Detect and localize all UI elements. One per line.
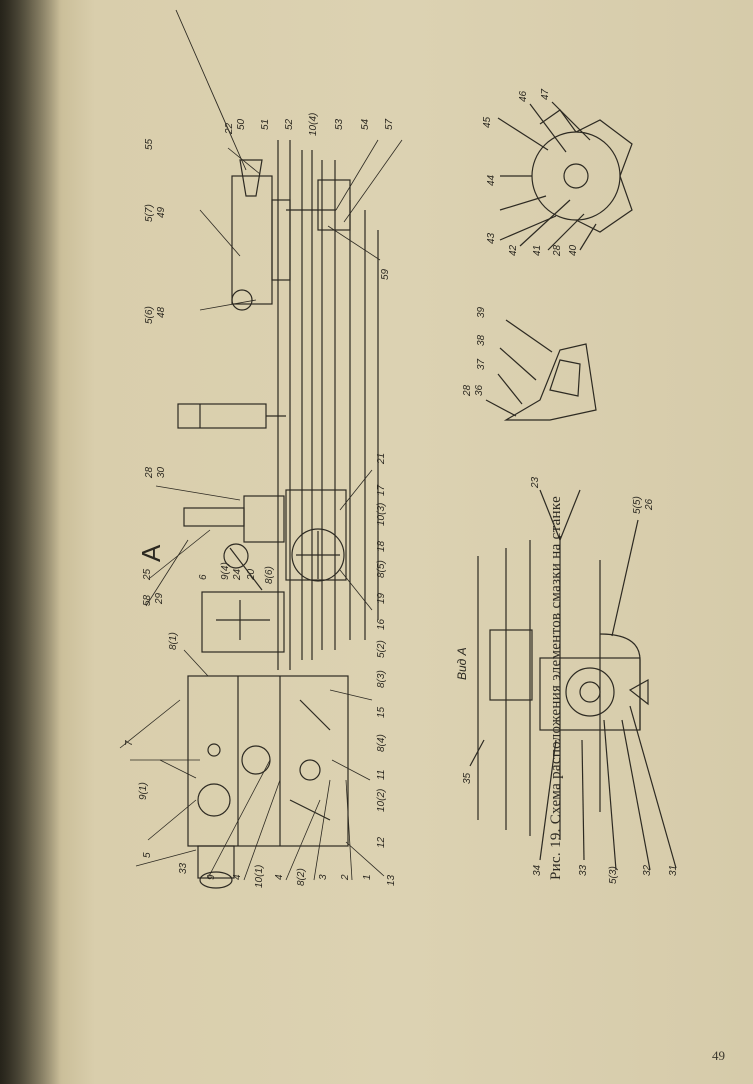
tool-post [177,403,286,429]
label-6: 6 [198,574,209,580]
label-55: 55 [144,138,155,150]
label-40: 40 [568,244,579,256]
label-8-2: 8(2) [296,868,307,886]
label-28: 28 [144,466,155,479]
label-7: 7 [124,740,135,746]
label-57: 57 [384,118,395,130]
label-45: 45 [482,116,493,128]
label-38: 38 [476,334,487,346]
label-9-4: 9(4) [220,562,231,580]
label-48: 48 [156,306,167,318]
label-43: 43 [486,232,497,244]
figure-caption: Рис. 19. Схема расположения элементов см… [548,495,564,880]
wheel-detail [497,101,633,251]
label-51: 51 [260,119,271,130]
label-10-4: 10(4) [308,113,319,136]
view-marker: А [136,544,166,562]
label-12: 12 [376,836,387,848]
view-a-labels: Вид А 35 34 33 5(3) 32 31 23 5(5) 26 [455,476,679,884]
label-13: 13 [386,874,397,886]
tailstock [231,159,351,311]
feed-box [201,591,285,653]
label-26: 26 [644,498,655,511]
label-54: 54 [360,118,371,130]
label-35: 35 [462,772,473,784]
label-39: 39 [476,306,487,318]
view-a-drawing [469,489,677,871]
label-15: 15 [376,706,387,718]
label-10-3: 10(3) [376,503,387,526]
label-58: 58 [142,594,153,606]
label-20: 20 [246,568,257,581]
label-42: 42 [508,244,519,256]
lathe-bed [277,140,379,670]
label-3: 3 [318,874,329,880]
label-19: 19 [376,592,387,604]
label-28b: 28 [462,384,473,397]
label-5-5: 5(5) [632,496,643,514]
label-44: 44 [486,174,497,186]
label-5: 5 [142,852,153,858]
label-16: 16 [376,618,387,630]
label-2: 2 [340,874,351,881]
label-8-5: 8(5) [376,560,387,578]
detail-labels: 28 36 37 38 39 44 45 46 47 43 42 41 28 4… [462,88,579,397]
label-34: 34 [532,864,543,876]
bracket-detail [485,319,597,421]
binding-shadow [0,0,60,1084]
label-9-1: 9(1) [138,782,149,800]
label-25: 25 [142,568,153,581]
label-4: 4 [232,874,243,880]
spindle-chuck [197,845,235,889]
label-49: 49 [156,206,167,218]
view-a-title: Вид А [455,647,469,680]
label-46: 46 [518,90,529,102]
label-30: 30 [156,466,167,478]
label-28c: 28 [552,244,563,257]
label-23: 23 [530,476,541,489]
label-33b: 33 [578,864,589,876]
label-50: 50 [236,118,247,130]
label-31: 31 [668,865,679,876]
main-labels: 5 33 9 4 10(1) 4 8(2) 3 2 1 13 12 10(2) … [124,113,397,888]
headstock [187,675,349,847]
label-8-4: 8(4) [376,734,387,752]
carriage [183,489,347,591]
label-17: 17 [376,484,387,496]
label-5-6: 5(6) [144,306,155,324]
page-number: 49 [712,1048,725,1063]
label-9: 9 [206,874,217,880]
label-8-6: 8(6) [264,566,275,584]
label-5-3: 5(3) [608,866,619,884]
label-36: 36 [474,384,485,396]
leader-lines [119,139,403,881]
label-53: 53 [334,118,345,130]
label-4b: 4 [274,874,285,880]
label-18: 18 [376,540,387,552]
label-59: 59 [380,268,391,280]
label-29: 29 [154,592,165,605]
label-37: 37 [476,358,487,370]
label-5-7: 5(7) [144,204,155,222]
label-47: 47 [540,88,551,100]
label-8-3: 8(3) [376,670,387,688]
label-1: 1 [362,874,373,880]
label-10-1: 10(1) [254,865,265,888]
label-32: 32 [642,864,653,876]
label-8-1: 8(1) [168,632,179,650]
label-5-2: 5(2) [376,640,387,658]
label-10-2: 10(2) [376,789,387,812]
label-41: 41 [532,245,543,256]
label-24: 24 [232,568,243,581]
label-52: 52 [284,118,295,130]
label-11: 11 [376,770,387,780]
label-33: 33 [178,862,189,874]
label-21: 21 [376,453,387,465]
label-22: 22 [224,122,235,135]
